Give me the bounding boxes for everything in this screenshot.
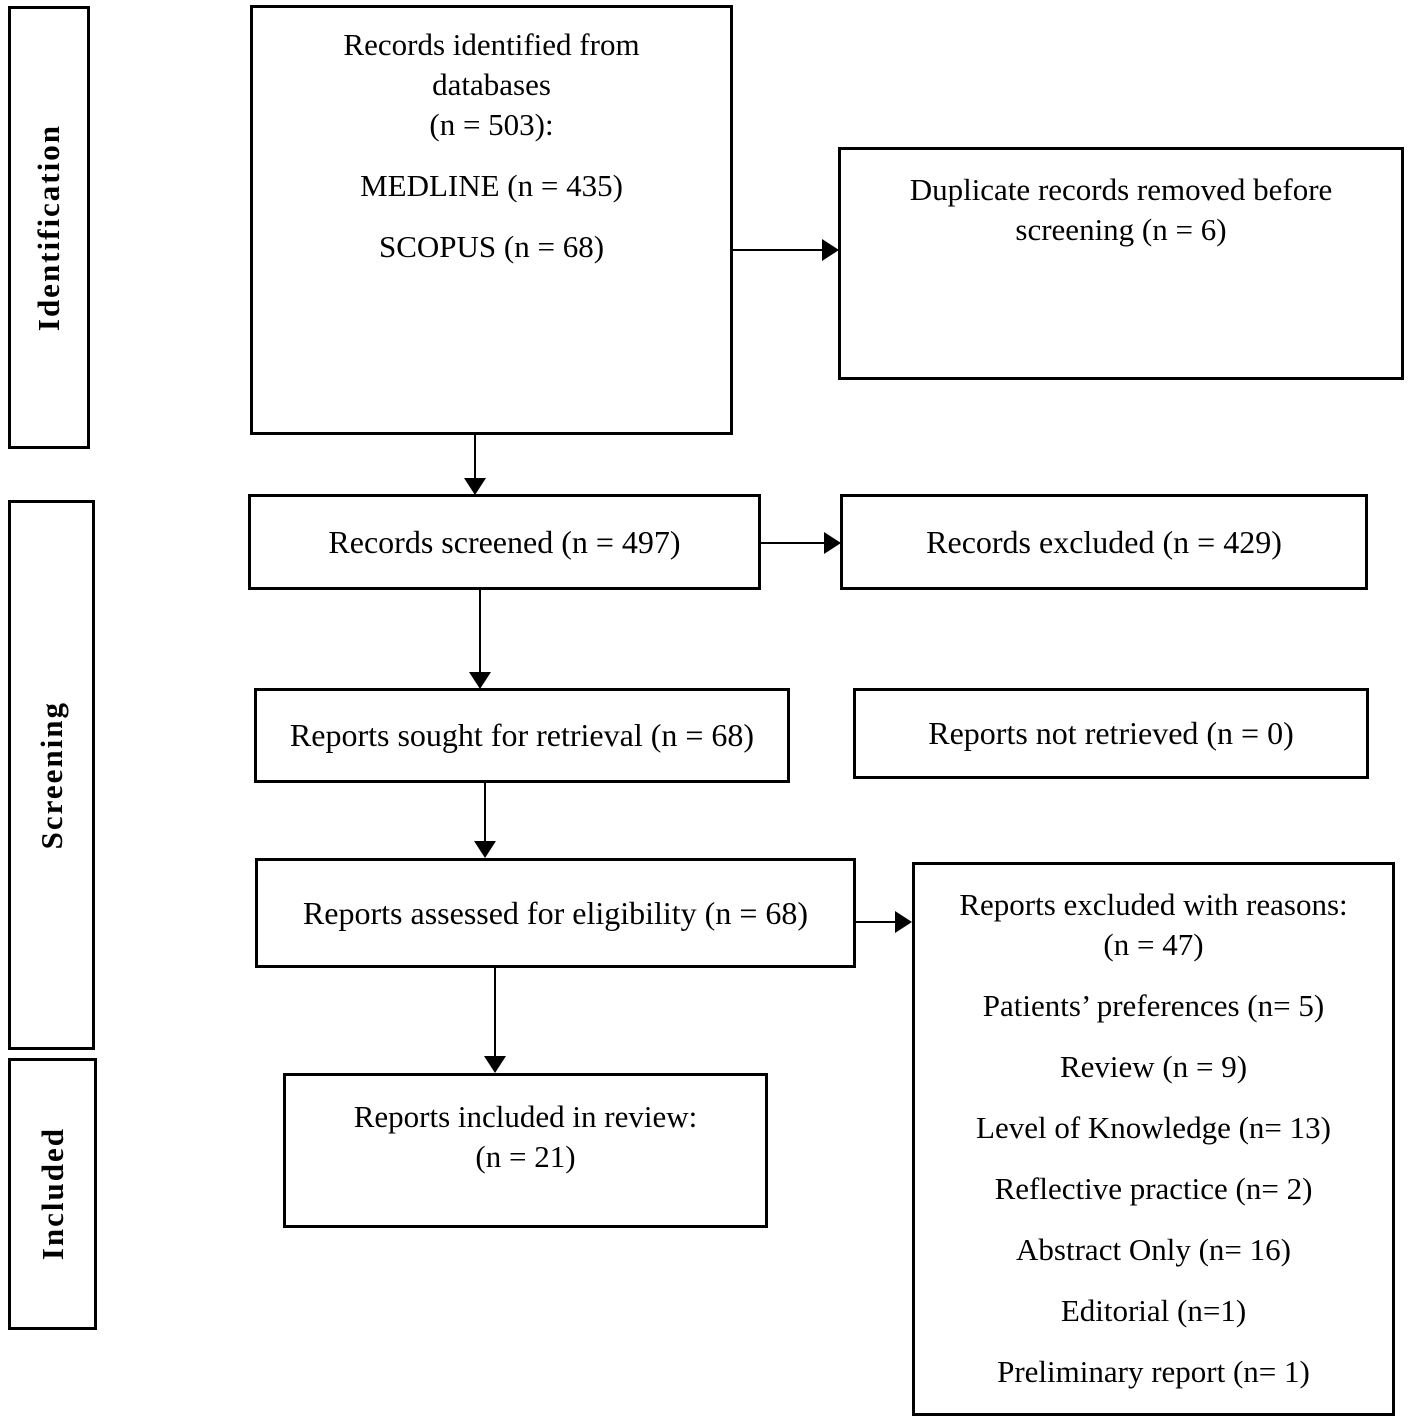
box-records-excluded-text: Records excluded (n = 429): [926, 523, 1282, 560]
arrow-identified-to-duplicates-line: [733, 249, 822, 251]
arrow-screened-to-sought-line: [479, 590, 481, 672]
arrow-assessed-to-reasons-head: [895, 911, 912, 933]
arrow-identified-to-duplicates-head: [822, 239, 839, 261]
stage-label-included: Included: [34, 1127, 70, 1261]
arrow-screened-to-excluded-head: [824, 532, 841, 554]
stage-label-identification: Identification: [31, 123, 66, 332]
box-reports-assessed-text: Reports assessed for eligibility (n = 68…: [302, 894, 809, 931]
stage-box-identification: Identification: [8, 6, 90, 449]
arrow-sought-to-assessed-line: [484, 783, 486, 842]
arrow-screened-to-excluded-line: [761, 542, 824, 544]
arrow-identified-to-screened-head: [464, 478, 486, 495]
arrow-assessed-to-included-line: [494, 968, 496, 1057]
arrow-assessed-to-included-head: [484, 1056, 506, 1073]
arrow-assessed-to-reasons-line: [856, 921, 896, 923]
box-records-screened: Records screened (n = 497): [248, 494, 761, 590]
stage-label-screening: Screening: [33, 700, 69, 850]
box-reports-excluded-reasons: Reports excluded with reasons:(n = 47)Pa…: [912, 862, 1395, 1416]
box-reports-not-retrieved: Reports not retrieved (n = 0): [853, 688, 1369, 779]
box-reports-sought-text: Reports sought for retrieval (n = 68): [289, 717, 755, 753]
box-reports-assessed: Reports assessed for eligibility (n = 68…: [255, 858, 856, 968]
box-records-excluded: Records excluded (n = 429): [840, 494, 1368, 590]
box-reports-not-retrieved-text: Reports not retrieved (n = 0): [928, 715, 1294, 751]
box-records-screened-text: Records screened (n = 497): [328, 523, 681, 560]
arrow-screened-to-sought-head: [469, 672, 491, 689]
box-reports-sought: Reports sought for retrieval (n = 68): [254, 688, 790, 783]
arrow-identified-to-screened-line: [474, 435, 476, 479]
box-reports-excluded-reasons-text: Reports excluded with reasons:(n = 47)Pa…: [959, 887, 1348, 1389]
arrow-sought-to-assessed-head: [474, 841, 496, 858]
stage-box-screening: Screening: [8, 500, 95, 1050]
stage-box-included: Included: [8, 1058, 97, 1330]
box-reports-included-text: Reports included in review:(n = 21): [353, 1099, 698, 1174]
box-reports-included: Reports included in review:(n = 21): [283, 1073, 768, 1228]
